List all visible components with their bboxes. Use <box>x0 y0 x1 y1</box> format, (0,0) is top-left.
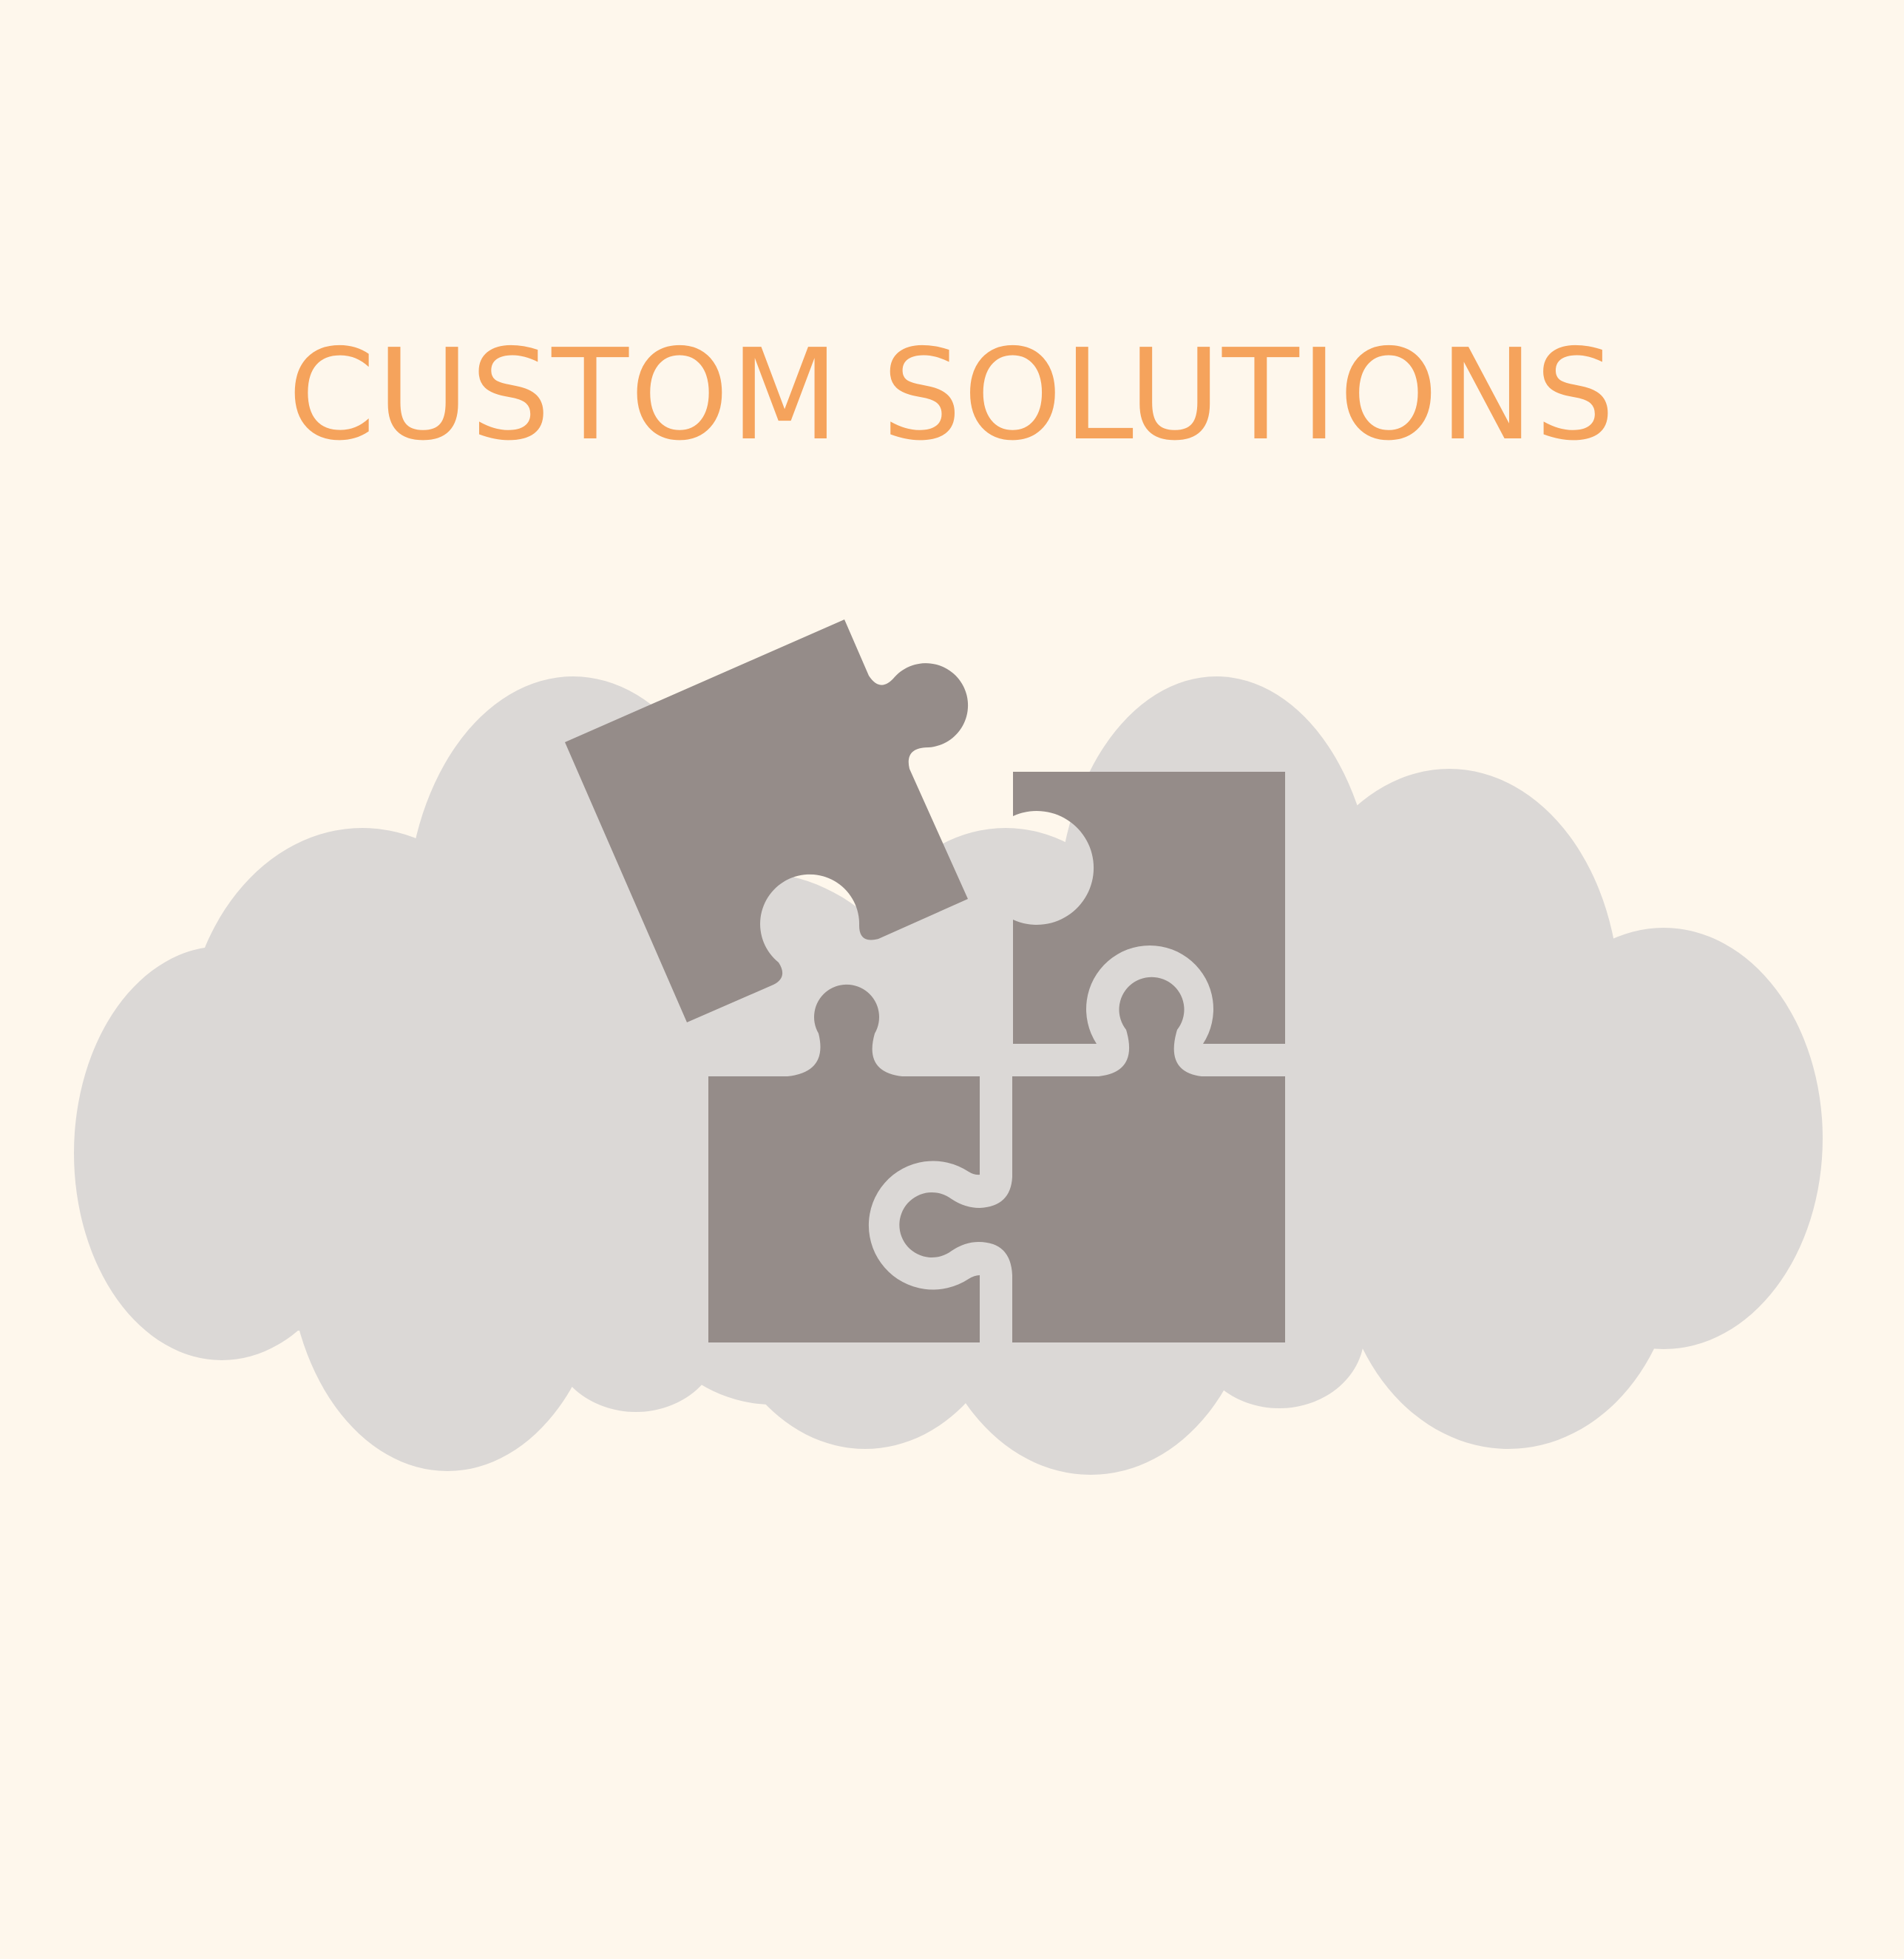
puzzle-piece-tilted <box>565 619 969 1022</box>
cloud-icon <box>74 676 1823 1475</box>
page-title: CUSTOM SOLUTIONS <box>288 322 1616 469</box>
puzzle-pieces-icon <box>565 619 1285 1342</box>
puzzle-piece-top-right <box>1013 772 1285 1044</box>
puzzle-piece-bottom-right <box>899 977 1285 1342</box>
puzzle-piece-bottom-left <box>708 984 980 1342</box>
